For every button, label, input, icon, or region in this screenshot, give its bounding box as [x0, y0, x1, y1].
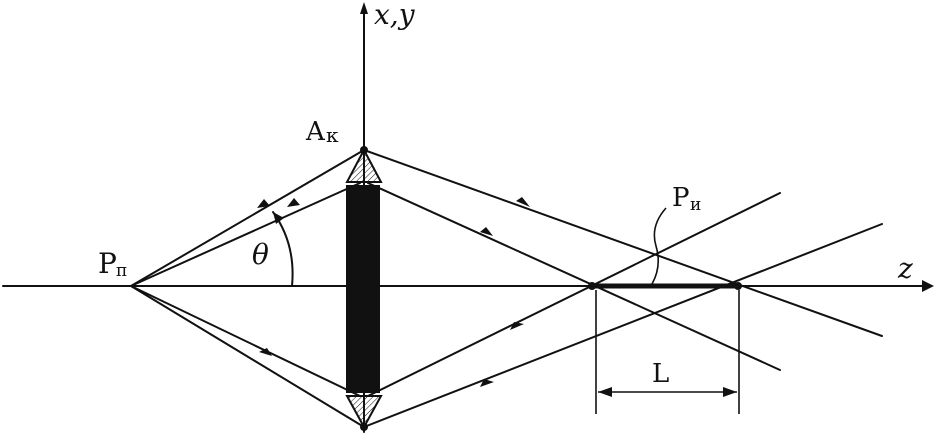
focal-end-point — [734, 282, 742, 290]
axicon-top-prism — [345, 147, 383, 183]
ray-upper-edge-out — [367, 182, 781, 371]
xy-axis-arrowhead — [360, 2, 368, 14]
ray-arrow — [257, 199, 270, 208]
source-label-sub: п — [116, 261, 127, 281]
image-region-label-sub: и — [690, 195, 701, 215]
axicon-bottom-prism — [345, 395, 383, 430]
ray-lower-edge-out — [367, 192, 781, 397]
image-region-leader — [651, 207, 667, 285]
apex-label: A — [305, 117, 326, 147]
apex-label-sub: к — [326, 123, 339, 147]
z-axis-arrowhead — [922, 280, 934, 292]
ray-arrow — [480, 227, 493, 236]
ray-arrow — [259, 348, 272, 356]
ray-source-to-apex-bottom — [130, 285, 365, 428]
ray-source-to-apex-top — [130, 149, 365, 287]
focal-start-point — [588, 282, 596, 290]
ray-apex-top-out — [363, 149, 883, 337]
axis-xy-label: x,y — [374, 0, 416, 31]
length-label: L — [652, 359, 669, 389]
axicon-body — [346, 185, 380, 393]
ray-arrow — [480, 379, 494, 387]
image-region-label: P — [672, 183, 690, 213]
dimension-arrow-right — [723, 387, 737, 397]
ray-apex-bottom-out — [363, 223, 883, 428]
source-label: P — [98, 247, 117, 280]
angle-arc-arrowhead — [273, 212, 284, 224]
angle-label: θ — [252, 238, 269, 271]
ray-arrow — [516, 197, 530, 207]
axis-z-label: z — [897, 252, 913, 285]
ray-arrow — [287, 198, 300, 207]
ray-arrow — [510, 322, 524, 330]
ray-source-to-lower-edge — [130, 285, 361, 397]
ray-source-to-upper-edge — [130, 182, 361, 287]
dimension-arrow-left — [598, 387, 612, 397]
